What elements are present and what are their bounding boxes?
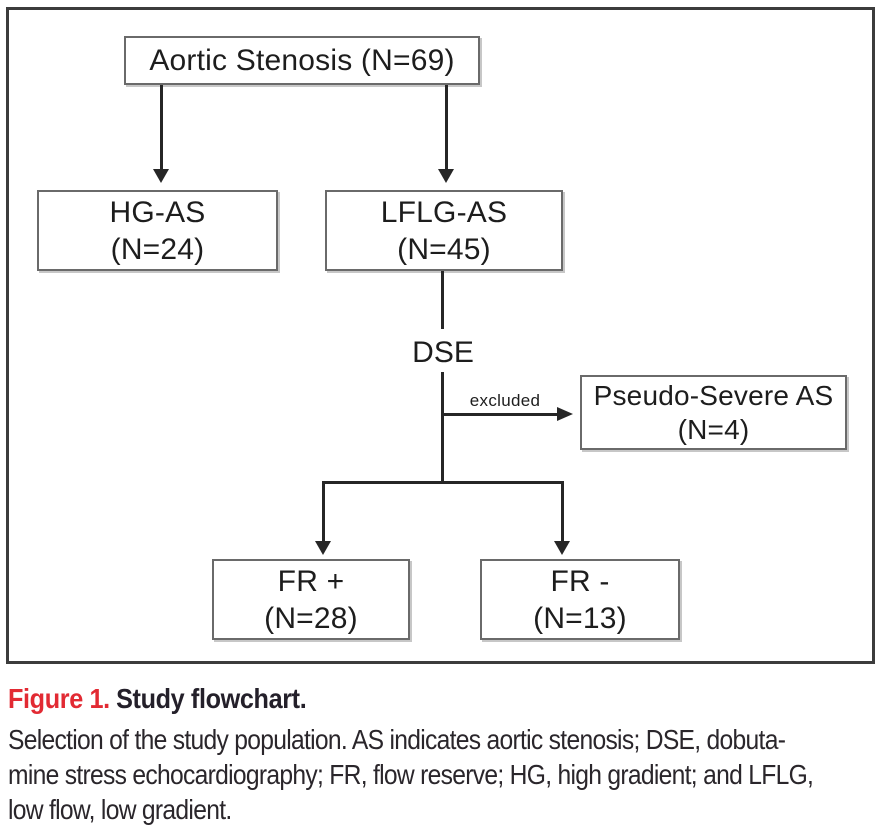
- caption-body: Selection of the study population. AS in…: [8, 722, 878, 827]
- node-pseudo-severe-as-label: Pseudo-Severe AS: [593, 379, 834, 411]
- connector-lflg-to-dse: [441, 271, 444, 329]
- node-fr-plus-label: FR +: [277, 564, 345, 598]
- flowchart-frame: [6, 7, 875, 664]
- node-lflg-as: LFLG-AS (N=45): [325, 190, 563, 271]
- connector-aortic-to-lflg: [445, 85, 448, 169]
- connector-dse-to-branch: [441, 372, 444, 484]
- node-pseudo-severe-as: Pseudo-Severe AS (N=4): [580, 375, 847, 450]
- node-hg-as-label: HG-AS: [109, 195, 206, 229]
- arrowhead-down-hg: [153, 169, 169, 183]
- arrowhead-down-frminus: [554, 541, 570, 555]
- connector-aortic-to-hg: [160, 85, 163, 169]
- node-hg-as-count: (N=24): [110, 232, 205, 266]
- connector-branch-horizontal: [322, 481, 564, 484]
- caption-line: Selection of the study population. AS in…: [8, 724, 786, 755]
- node-fr-plus-count: (N=28): [264, 601, 358, 635]
- arrowhead-down-lflg: [438, 169, 454, 183]
- dse-label: DSE: [412, 336, 474, 369]
- connector-branch-to-frplus: [322, 481, 325, 541]
- node-pseudo-severe-as-count: (N=4): [677, 413, 750, 445]
- node-lflg-as-label: LFLG-AS: [380, 195, 508, 229]
- excluded-label: excluded: [469, 391, 541, 410]
- figure-caption: Figure 1.Study flowchart. Selection of t…: [8, 683, 878, 827]
- connector-branch-to-frminus: [561, 481, 564, 541]
- caption-title: Study flowchart.: [116, 683, 307, 714]
- node-aortic-stenosis: Aortic Stenosis (N=69): [124, 36, 480, 85]
- node-fr-minus: FR - (N=13): [480, 559, 680, 640]
- node-fr-plus: FR + (N=28): [212, 559, 410, 640]
- node-fr-minus-count: (N=13): [533, 601, 627, 635]
- caption-line: low flow, low gradient.: [8, 794, 232, 825]
- node-aortic-stenosis-label: Aortic Stenosis (N=69): [149, 44, 455, 77]
- node-hg-as: HG-AS (N=24): [37, 190, 278, 271]
- caption-heading: Figure 1.Study flowchart.: [8, 683, 791, 715]
- connector-excluded: [441, 413, 559, 416]
- node-fr-minus-label: FR -: [550, 564, 610, 598]
- node-lflg-as-count: (N=45): [397, 232, 491, 266]
- arrowhead-right-excluded: [557, 407, 573, 421]
- caption-line: mine stress echocardiography; FR, flow r…: [8, 759, 814, 790]
- caption-figure-number: Figure 1.: [8, 683, 110, 714]
- arrowhead-down-frplus: [315, 541, 331, 555]
